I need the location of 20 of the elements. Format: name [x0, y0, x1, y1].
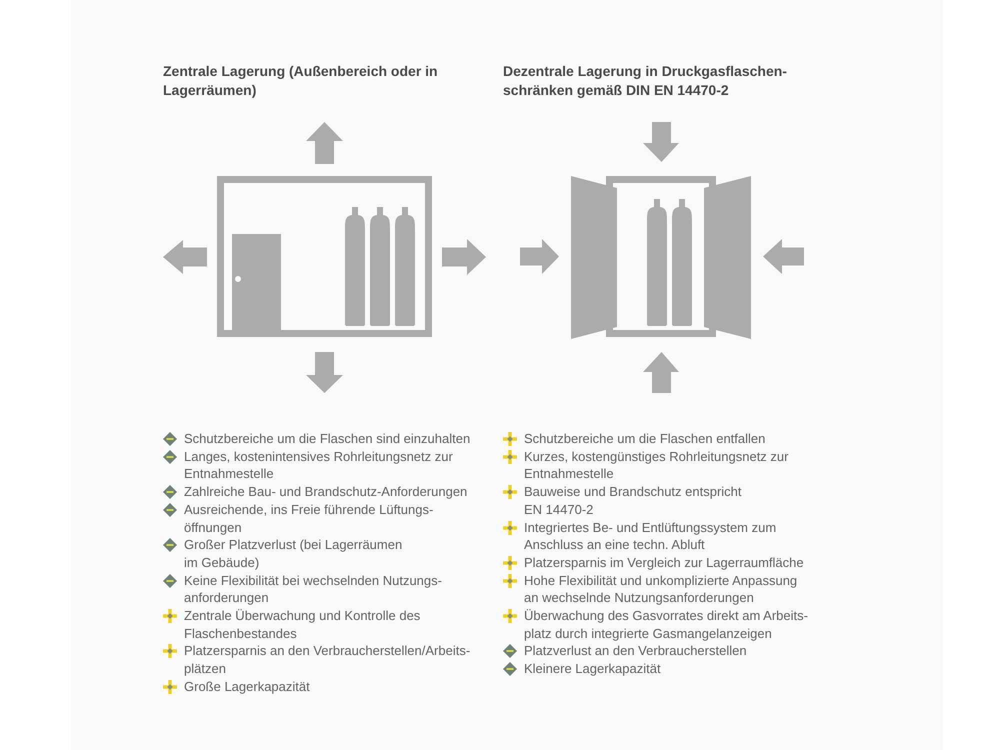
column-heading: Dezentrale Lagerung in Druckgasflaschen- schränken gemäß DIN EN 14470-2	[503, 62, 788, 100]
list-item-text: Keine Flexibilität bei wechselnden Nutzungs- anforderungen	[184, 572, 443, 608]
list-item-text: Überwachung des Gasvorrates direkt am Arbeits- platz durch integrierte Gasmangelanzeigen	[524, 607, 809, 642]
list-item-text: Ausreichende, ins Freie führende Lüftungs- öffnungen	[184, 500, 434, 536]
list-item-text: Zahlreiche Bau- und Brandschutz-Anforderungen	[184, 483, 468, 501]
column-heading: Zentrale Lagerung (Außenbereich oder in Lagerräumen)	[163, 62, 439, 100]
list-item-text: Großer Platzverlust (bei Lagerräumen im Gebäude)	[184, 536, 404, 572]
list-item-text: Platzersparnis an den Verbraucherstellen/Arbeits- plätzen	[184, 642, 472, 678]
list-item-text: Kurzes, kostengünstiges Rohrleitungsnetz zur Entnahmestelle	[524, 448, 790, 484]
list-item-text: Langes, kostenintensives Rohrleitungsnetz zur Entnahmestelle	[184, 448, 454, 484]
list-item-text: Zentrale Überwachung und Kontrolle des Flaschenbestandes	[184, 607, 422, 642]
list-item-text: Hohe Flexibilität und unkomplizierte Anpassung an wechselnde Nutzungsanforderungen	[524, 572, 798, 608]
list-item-text: Schutzbereiche um die Flaschen sind einzuhalten	[184, 430, 472, 448]
list-item-text: Schutzbereiche um die Flaschen entfallen	[524, 430, 766, 448]
list-item-text: Platzersparnis im Vergleich zur Lagerraumfläche	[524, 554, 805, 572]
list-item-text: Bauweise und Brandschutz entspricht EN 14470-2	[524, 483, 743, 519]
list-item-text: Integriertes Be- und Entlüftungssystem zum Anschluss an eine techn. Abluft	[524, 518, 778, 554]
list-item-text: Kleinere Lagerkapazität	[524, 660, 662, 678]
list-item-text: Große Lagerkapazität	[184, 678, 311, 696]
list-item-text: Platzverlust an den Verbraucherstellen	[524, 642, 748, 660]
